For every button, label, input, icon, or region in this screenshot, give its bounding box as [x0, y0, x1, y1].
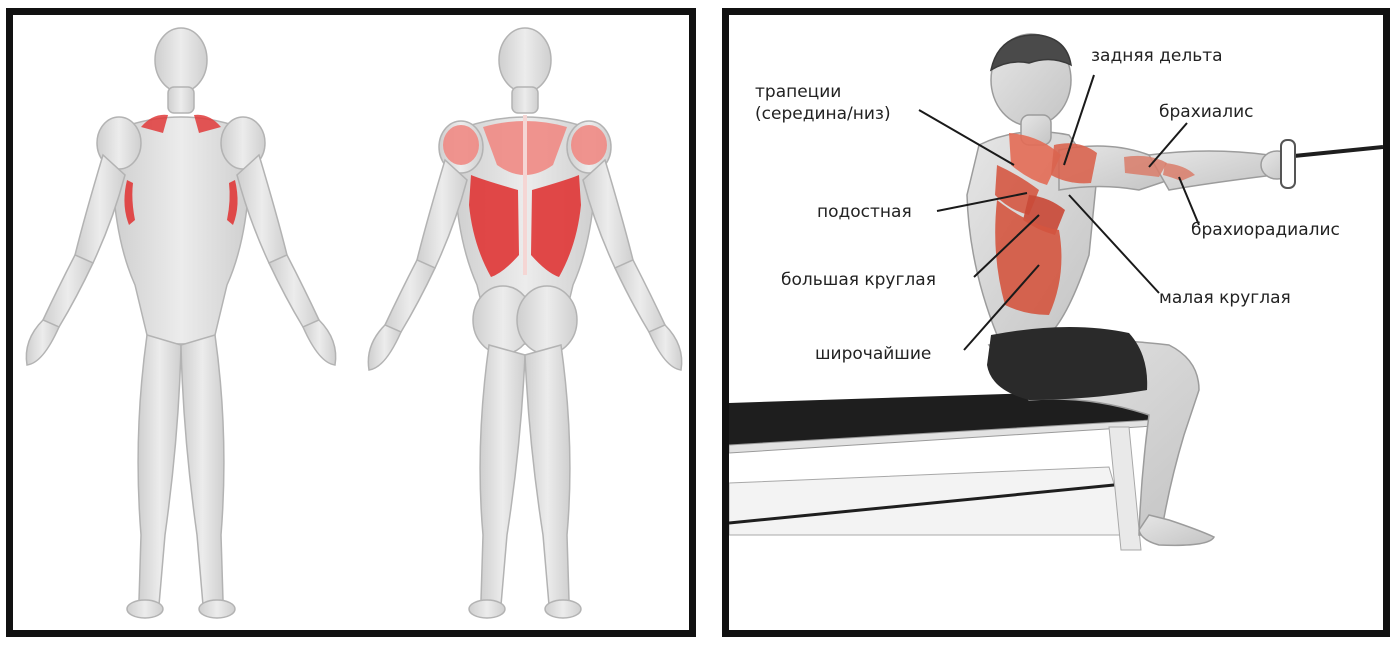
anatomy-figures-panel — [6, 8, 696, 637]
label-brachialis: брахиалис — [1159, 101, 1253, 123]
back-rear-delt-highlight-right — [571, 125, 607, 165]
label-rear-delt: задняя дельта — [1091, 45, 1223, 67]
seated-row-panel: трапеции (середина/низ) задняя дельта бр… — [722, 8, 1390, 637]
label-trapezius: трапеции (середина/низ) — [755, 81, 891, 125]
back-rear-delt-highlight-left — [443, 125, 479, 165]
label-infraspinatus: подостная — [817, 201, 912, 223]
label-teres-major: большая круглая — [781, 269, 936, 291]
front-body-figure — [26, 28, 335, 618]
label-lats: широчайшие — [815, 343, 931, 365]
label-brachioradialis: брахиорадиалис — [1191, 219, 1340, 241]
anatomy-figures-drawing — [13, 15, 689, 630]
rear-delt-muscle — [1051, 143, 1097, 183]
label-teres-minor: малая круглая — [1159, 287, 1291, 309]
shorts — [987, 327, 1147, 400]
bench — [729, 389, 1169, 550]
cable — [1284, 147, 1383, 157]
cable-handle — [1281, 140, 1295, 188]
